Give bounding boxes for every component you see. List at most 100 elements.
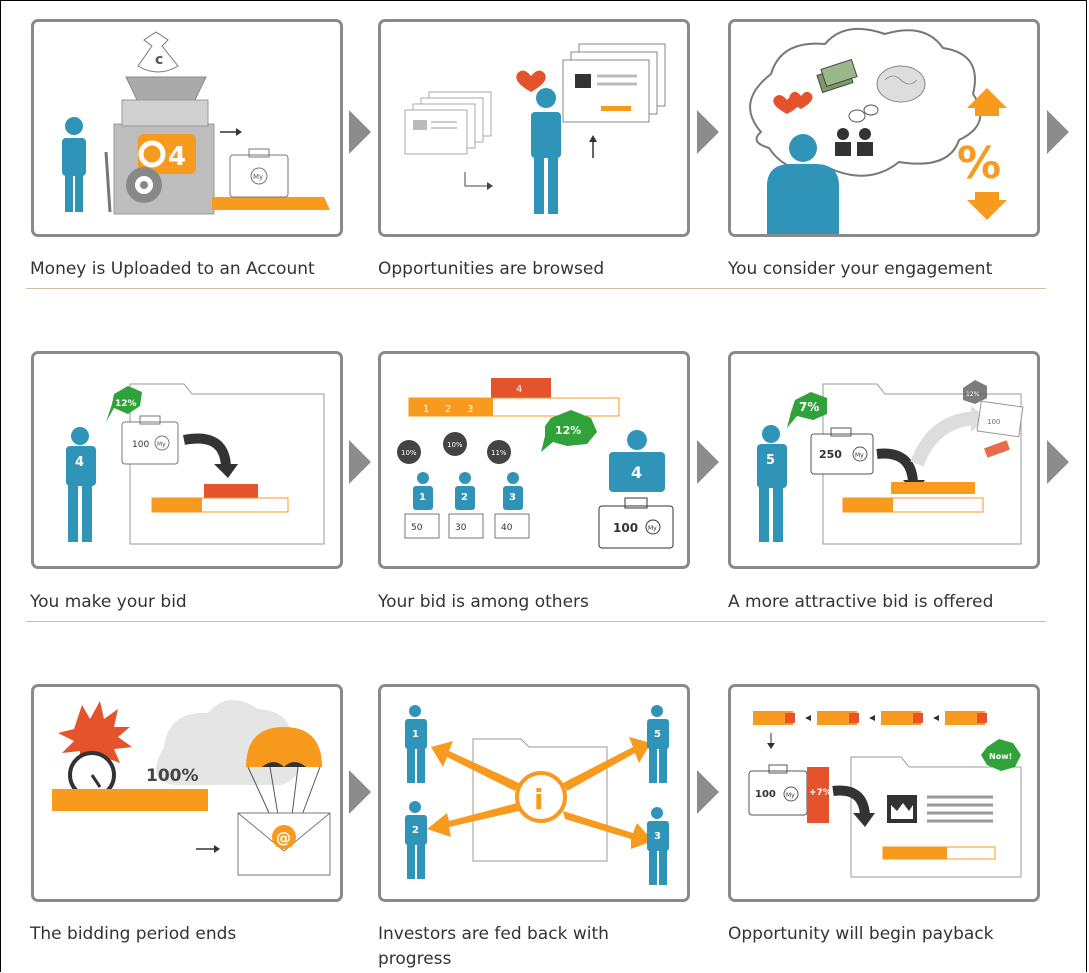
svg-text:c: c <box>155 52 163 68</box>
svg-text:1: 1 <box>419 492 426 503</box>
step-9-caption: Opportunity will begin payback <box>728 924 994 944</box>
briefcase-icon: 100 My <box>748 764 808 816</box>
people-talking-icon <box>835 104 879 156</box>
parachute-icon <box>246 727 322 816</box>
svg-text:40: 40 <box>501 523 513 533</box>
svg-text:11%: 11% <box>491 449 507 457</box>
next-step-arrow <box>349 440 371 484</box>
svg-text:7%: 7% <box>799 400 819 414</box>
interest-rate-icon: % <box>957 88 1007 220</box>
step-8-illustration: i 1 2 3 5 <box>378 684 690 902</box>
svg-text:3: 3 <box>654 831 661 842</box>
svg-text:1: 1 <box>423 404 429 415</box>
svg-text:30: 30 <box>455 523 467 533</box>
svg-text:50: 50 <box>411 523 423 533</box>
rate-badge-icon: 7% <box>787 392 827 428</box>
svg-text:%: % <box>957 138 1001 189</box>
step-7-illustration: 100% @ <box>31 684 343 902</box>
step-7-caption: The bidding period ends <box>30 924 237 944</box>
svg-text:i: i <box>534 783 544 816</box>
step-2-caption: Opportunities are browsed <box>378 259 605 279</box>
svg-text:+7%: +7% <box>809 788 832 798</box>
svg-text:4: 4 <box>75 455 84 470</box>
other-bidders: 10% 10% 11% <box>397 432 511 464</box>
person-icon <box>62 117 86 212</box>
briefcase-icon: My <box>229 148 289 198</box>
document-stack-icon <box>404 91 492 155</box>
next-step-arrow <box>1047 440 1069 484</box>
money-stack-icon <box>816 58 858 94</box>
svg-text:3: 3 <box>509 492 516 503</box>
person-icon: 5 <box>757 425 787 542</box>
heart-icon <box>516 70 546 92</box>
svg-text:10%: 10% <box>401 449 417 457</box>
svg-text:100: 100 <box>132 440 149 450</box>
person-icon: 4 <box>609 430 665 492</box>
new-badge-icon: Now! <box>981 739 1021 771</box>
svg-text:4: 4 <box>631 463 642 482</box>
svg-text:2: 2 <box>461 492 468 503</box>
stopwatch-icon <box>58 701 132 799</box>
svg-text:12%: 12% <box>555 424 581 437</box>
ghost-bid: 12% 100 <box>963 380 1024 458</box>
rate-badge-icon: 12% <box>541 410 597 452</box>
step-2-illustration <box>378 19 690 237</box>
svg-text:250: 250 <box>819 448 842 461</box>
svg-text:My: My <box>648 525 657 532</box>
step-9-illustration: Now! 100 My +7% <box>728 684 1040 902</box>
step-4-caption: You make your bid <box>30 592 187 612</box>
small-briefcases <box>404 513 530 539</box>
svg-text:Now!: Now! <box>989 752 1012 761</box>
next-step-arrow <box>349 770 371 814</box>
row-2-divider <box>26 621 1046 622</box>
money-bag-icon: c <box>137 31 179 73</box>
svg-text:12%: 12% <box>966 391 980 398</box>
step-4-illustration: 4 12% 100 My <box>31 351 343 569</box>
person-icon <box>767 134 839 234</box>
svg-text:My: My <box>855 452 864 459</box>
step-8-caption: Investors are fed back with <box>378 924 609 944</box>
step-3-caption: You consider your engagement <box>728 259 993 279</box>
next-step-arrow <box>697 770 719 814</box>
rate-badge-icon: 12% <box>106 386 142 422</box>
bid-queue-bar <box>842 482 984 513</box>
svg-text:100: 100 <box>755 789 776 800</box>
next-step-arrow <box>697 440 719 484</box>
svg-text:100: 100 <box>987 418 1000 426</box>
briefcase-icon: 100 My <box>121 415 179 465</box>
svg-text:4: 4 <box>516 384 522 395</box>
step-1-caption: Money is Uploaded to an Account <box>30 259 315 279</box>
step-6-illustration: 5 7% 250 My 12% 100 <box>728 351 1040 569</box>
feedback-arrows <box>427 737 653 849</box>
next-step-arrow <box>1047 110 1069 154</box>
payback-chain <box>753 711 987 725</box>
svg-text:2: 2 <box>412 825 419 836</box>
step-1-illustration: c 4 My <box>31 19 343 237</box>
svg-text:100%: 100% <box>146 766 199 786</box>
step-5-caption: Your bid is among others <box>378 592 589 612</box>
info-icon: i <box>515 771 567 823</box>
bid-queue-bar: 4 1 2 3 <box>408 378 620 417</box>
person-icon: 4 <box>66 427 96 542</box>
svg-text:1: 1 <box>412 729 419 740</box>
brain-icon <box>876 65 926 103</box>
step-3-illustration: % <box>728 19 1040 237</box>
step-8-caption-line2: progress <box>378 949 452 969</box>
svg-text:My: My <box>157 441 166 448</box>
row-1-divider <box>26 288 1046 289</box>
person-icon <box>531 88 561 214</box>
svg-text:10%: 10% <box>447 441 463 449</box>
svg-text:2: 2 <box>445 404 451 415</box>
briefcase-icon: 100 My <box>598 497 674 549</box>
svg-text:My: My <box>786 792 795 799</box>
next-step-arrow <box>697 110 719 154</box>
svg-text:4: 4 <box>168 142 186 172</box>
svg-text:12%: 12% <box>115 399 137 409</box>
svg-text:3: 3 <box>467 404 473 415</box>
svg-text:@: @ <box>276 829 291 847</box>
email-envelope-icon: @ <box>237 812 331 876</box>
investors <box>405 705 669 885</box>
svg-text:5: 5 <box>766 453 775 468</box>
briefcase-icon: 250 My <box>810 427 874 475</box>
